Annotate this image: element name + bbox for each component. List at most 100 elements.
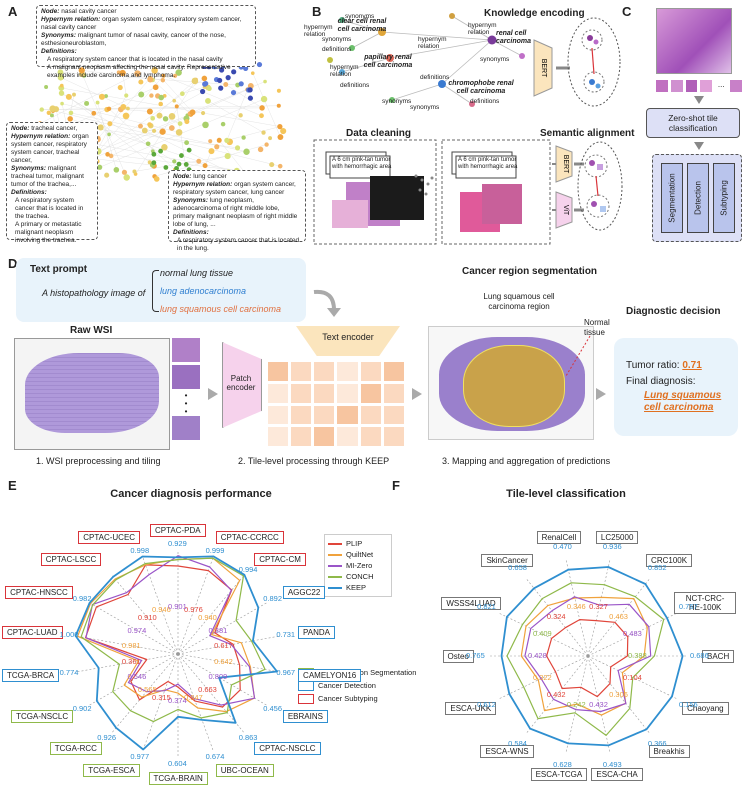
seg-title: Cancer region segmentation <box>462 266 598 277</box>
option-squamous: lung squamous cell carcinoma <box>160 304 282 314</box>
radar-f-axis-label: LC25000 <box>595 530 639 544</box>
similarity-cell <box>314 427 335 446</box>
radar-e-keep-value: 0.674 <box>205 752 225 762</box>
radar-f-inner-value: 0.428 <box>528 651 547 660</box>
graph-node <box>95 100 100 105</box>
graph-node <box>261 130 266 135</box>
graph-node <box>39 107 44 112</box>
graph-node <box>72 92 76 97</box>
task-box: Segmentation Detection Subtyping <box>652 154 742 242</box>
graph-node <box>238 81 244 87</box>
graph-node <box>44 85 49 89</box>
graph-node <box>160 78 166 83</box>
node-box-nasal-cavity: Node: nasal cavity cancer Hypernym relat… <box>36 5 256 79</box>
graph-node <box>280 127 287 135</box>
radar-f-axis-label: RenalCell <box>536 530 582 544</box>
tile-column: • • • <box>172 338 200 448</box>
graph-node <box>223 82 229 87</box>
graph-node <box>168 113 176 120</box>
radar-e-axis-label: UBC-OCEAN <box>215 764 274 778</box>
graph-node <box>230 89 237 96</box>
tile-strip: ... <box>656 80 742 92</box>
radar-e-series-mi-zero <box>85 555 256 706</box>
panel-label-f: F <box>392 478 400 493</box>
graph-node <box>138 123 143 129</box>
node-box-tracheal: Node: tracheal cancer, Hypernym relation… <box>6 122 98 244</box>
radar-f-keep-value: 0.628 <box>553 760 572 770</box>
similarity-cell <box>360 383 381 403</box>
graph-node <box>84 100 90 106</box>
radar-f-inner-value: 0.432 <box>546 690 566 700</box>
graph-node <box>91 110 97 116</box>
legend-item-conch: CONCH <box>328 571 388 582</box>
graph-node <box>172 159 177 164</box>
graph-node <box>152 128 157 133</box>
similarity-cell <box>360 427 381 446</box>
graph-node <box>158 101 163 107</box>
similarity-cell <box>337 362 358 381</box>
graph-node <box>58 90 65 96</box>
radar-e-inner-value: 0.910 <box>137 613 157 623</box>
raw-wsi-title: Raw WSI <box>70 325 113 336</box>
graph-node <box>247 87 253 93</box>
graph-node <box>268 136 273 141</box>
graph-node <box>184 119 190 125</box>
graph-node <box>179 153 184 158</box>
node-clear-cell: clear cell renal cell carcinoma <box>337 18 387 33</box>
graph-node <box>174 104 179 109</box>
similarity-cell <box>314 362 335 381</box>
node-papillary: papillary renal cell carcinoma <box>363 54 413 69</box>
radar-e-axis-label: CPTAC-NSCLC <box>254 742 321 756</box>
caption-clean: A 6 cm pink-tan tumor with hemorrhagic a… <box>458 157 518 170</box>
step2: 2. Tile-level processing through KEEP <box>238 456 390 466</box>
graph-node <box>57 69 64 76</box>
radar-f-keep-value: 0.658 <box>508 563 527 573</box>
task-detection: Detection <box>687 163 709 233</box>
radar-f-inner-value: 0.327 <box>589 602 608 612</box>
radar-f-inner-value: 0.463 <box>609 611 628 621</box>
graph-node <box>202 163 208 169</box>
similarity-cell <box>360 405 381 425</box>
graph-node <box>172 98 177 103</box>
radar-e-keep-value: 0.731 <box>276 629 296 639</box>
radar-e-keep-value: 0.977 <box>130 752 150 762</box>
graph-node <box>162 116 169 122</box>
radar-f-axis-label: Osteo <box>442 649 474 663</box>
radar-e-axis-label: TCGA-BRAIN <box>148 771 208 785</box>
graph-node <box>151 160 157 166</box>
data-cleaning-title: Data cleaning <box>346 128 412 139</box>
graph-node <box>276 103 281 108</box>
graph-node <box>264 142 269 147</box>
graph-node <box>120 104 127 110</box>
task-subtyping: Subtyping <box>713 163 735 233</box>
arrow-down-c1 <box>694 96 704 104</box>
graph-node <box>263 79 267 84</box>
similarity-cell <box>268 383 289 403</box>
radar-e-inner-value: 0.974 <box>127 625 147 635</box>
graph-node <box>158 148 163 154</box>
similarity-cell <box>291 362 312 381</box>
radar-f-series <box>546 619 629 698</box>
graph-node <box>124 93 129 98</box>
radar-e-axis-label: CPTAC-UCEC <box>78 530 141 544</box>
radar-e-inner-value: 0.663 <box>198 684 217 694</box>
graph-node <box>208 148 215 155</box>
graph-node <box>220 121 226 127</box>
task-legend-item: Cancer Subtyping <box>298 692 416 705</box>
graph-node <box>241 135 246 140</box>
panel-label-e: E <box>8 478 17 493</box>
graph-node <box>174 165 179 171</box>
similarity-cell <box>360 362 381 381</box>
radar-e-axis-label: PANDA <box>298 625 336 639</box>
similarity-cell <box>337 383 358 403</box>
radar-e-axis-label: TCGA-BRCA <box>2 669 60 683</box>
graph-node <box>97 164 103 170</box>
graph-node <box>238 113 243 118</box>
legend-item-quiltnet: QuiltNet <box>328 549 388 560</box>
legend-item-keep: KEEP <box>328 582 388 593</box>
graph-node <box>153 176 160 182</box>
radar-f-inner-value: 0.322 <box>532 672 552 682</box>
radar-e-series-plip <box>84 564 241 708</box>
graph-node <box>224 137 230 144</box>
radar-e-inner-value: 0.642 <box>214 657 233 667</box>
